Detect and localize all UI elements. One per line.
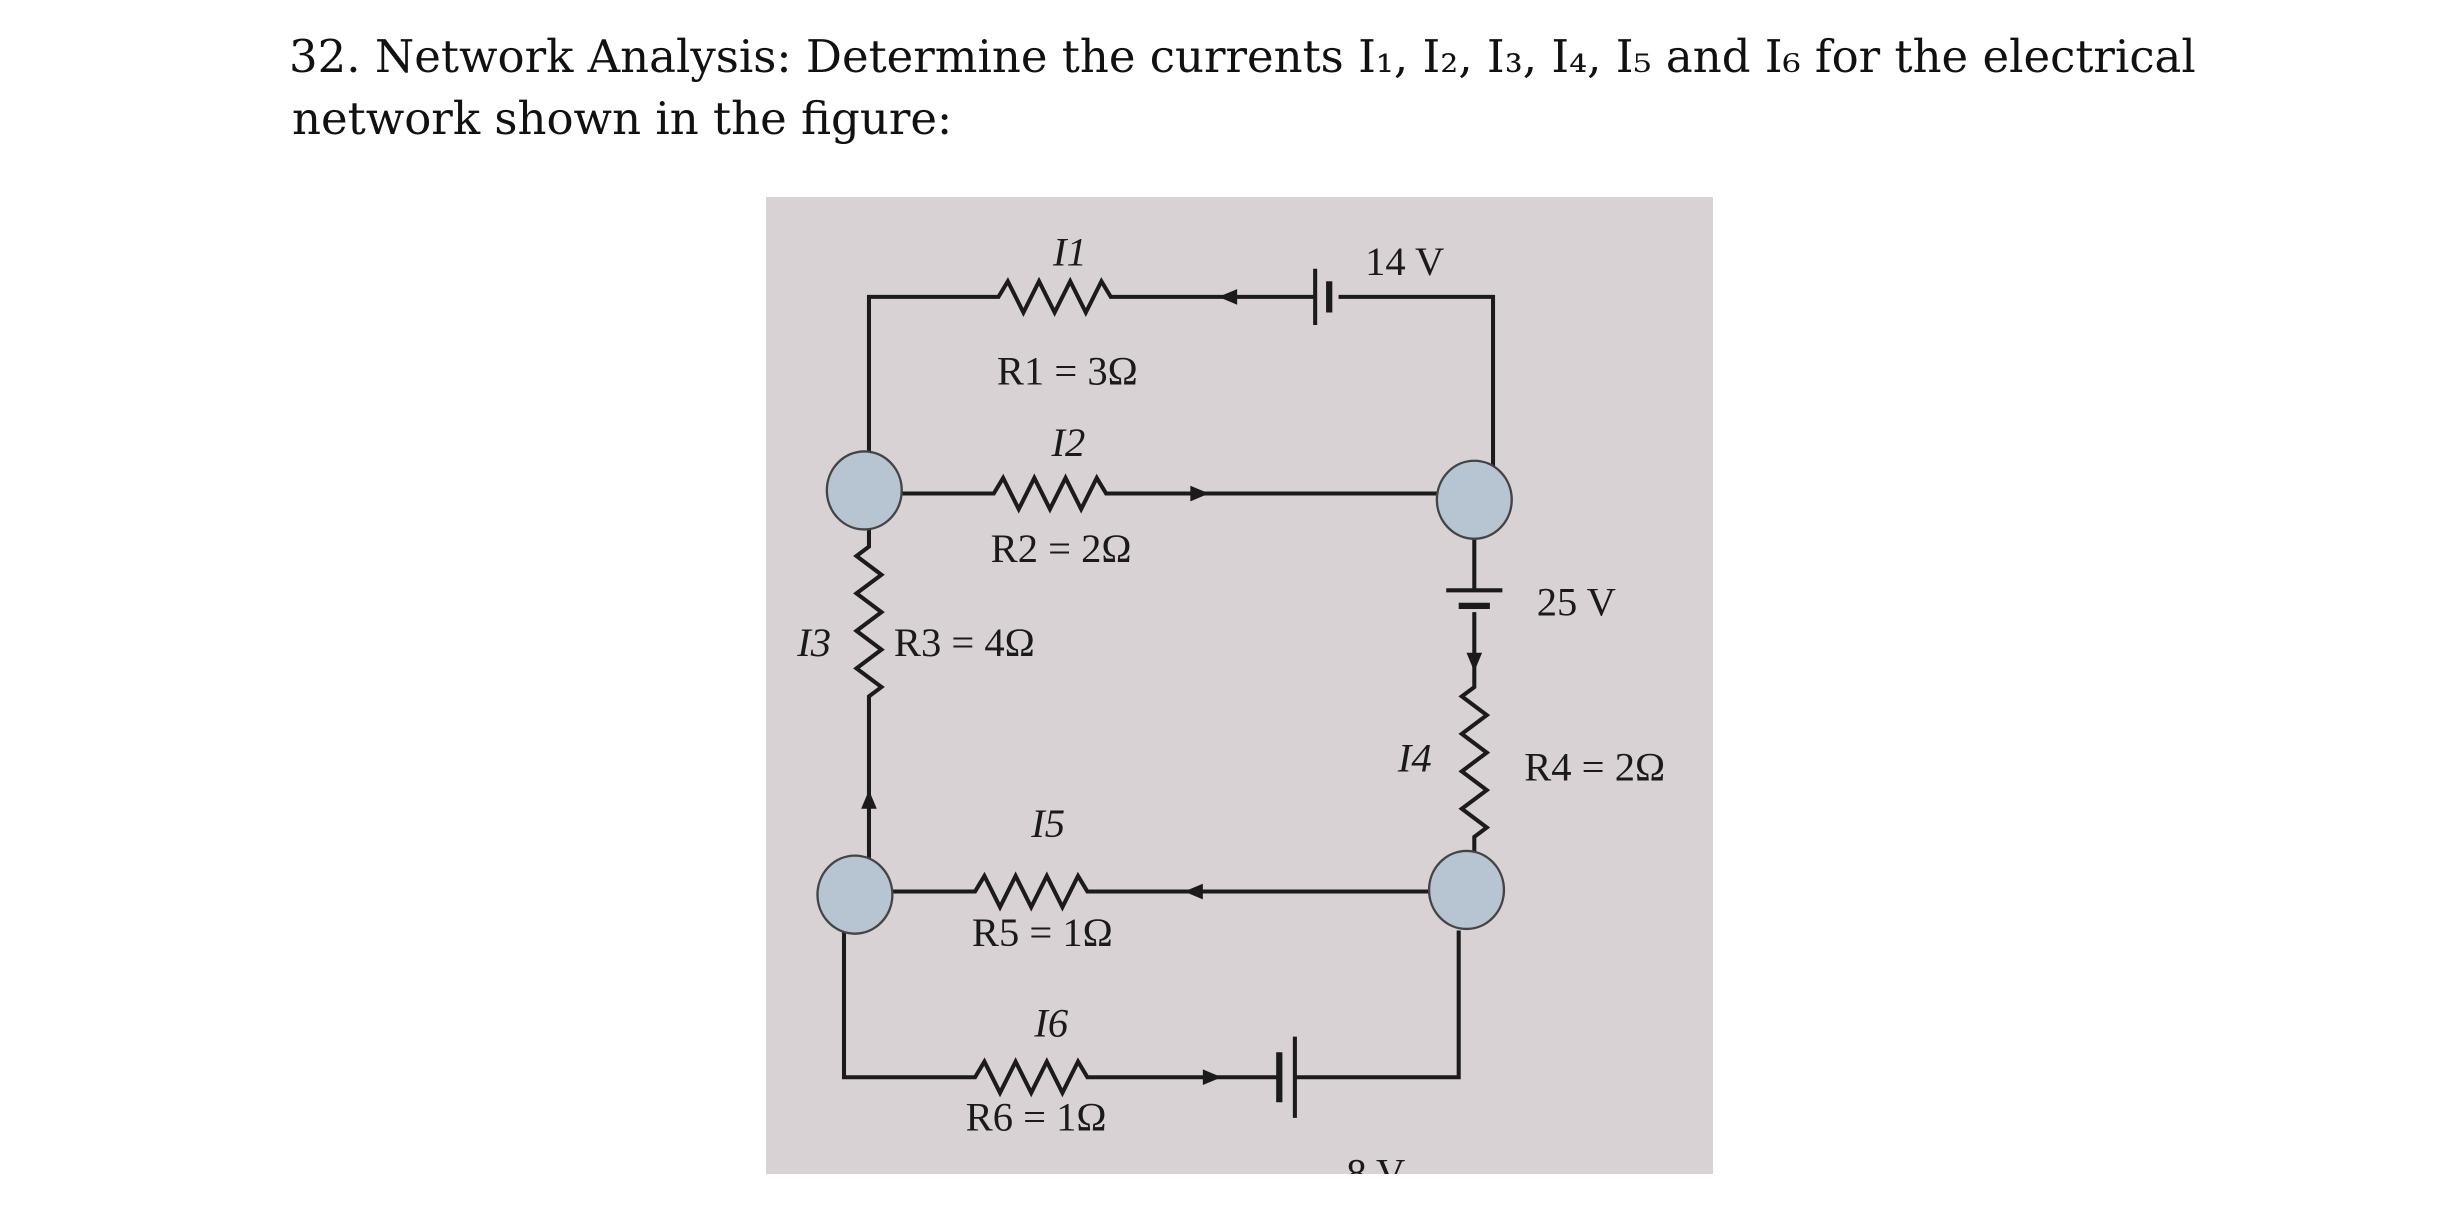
wire-r2 <box>890 473 1453 514</box>
arrow-i5-icon <box>1184 883 1203 900</box>
arrow-i1-icon <box>1218 289 1238 305</box>
label-8v: 8 V <box>1346 1150 1405 1174</box>
wire-right <box>1458 535 1491 861</box>
node-top-right <box>1435 459 1513 540</box>
wire-r3 <box>853 524 885 861</box>
label-i3: I3 <box>796 620 831 665</box>
node-bottom-right <box>1427 849 1506 931</box>
label-i1: I1 <box>1052 230 1087 275</box>
label-r6: R6 = 1Ω <box>966 1094 1107 1139</box>
label-i2: I2 <box>1051 420 1086 465</box>
figure-background <box>766 197 1713 1174</box>
label-14v: 14 V <box>1365 239 1444 284</box>
label-r1: R1 = 3Ω <box>997 348 1138 393</box>
label-25v: 25 V <box>1537 579 1616 624</box>
arrow-i2-icon <box>1190 485 1210 502</box>
problem-line-1: 32. Network Analysis: Determine the curr… <box>289 26 2196 88</box>
nodes <box>816 450 1513 935</box>
circuit-figure: I1 R1 = 3Ω 14 V I2 R2 = 2Ω I3 R3 = 4Ω 25… <box>766 197 1713 1174</box>
wire-bottom <box>841 930 1461 1098</box>
label-r3: R3 = 4Ω <box>894 620 1035 665</box>
wire-top <box>866 276 1496 500</box>
label-r2: R2 = 2Ω <box>991 526 1132 571</box>
current-arrows <box>861 289 1483 1086</box>
problem-text-1: Determine the currents I₁, I₂, I₃, I₄, I… <box>805 30 2196 83</box>
node-top-left <box>825 450 903 531</box>
arrow-i6-icon <box>1202 1069 1222 1086</box>
wire-r5 <box>890 871 1430 912</box>
label-i6: I6 <box>1033 1001 1069 1046</box>
label-r4: R4 = 2Ω <box>1524 745 1665 790</box>
problem-title: Network Analysis: <box>374 30 792 83</box>
label-i4: I4 <box>1397 735 1432 780</box>
arrow-i3-icon <box>861 790 877 809</box>
circuit-wires <box>841 268 1503 1118</box>
node-bottom-left <box>816 854 894 935</box>
problem-number: 32. <box>289 30 361 83</box>
arrow-i4-icon <box>1466 652 1483 672</box>
label-i5: I5 <box>1030 801 1065 846</box>
problem-line-2: network shown in the figure: <box>292 92 953 145</box>
label-r5: R5 = 1Ω <box>972 910 1113 955</box>
